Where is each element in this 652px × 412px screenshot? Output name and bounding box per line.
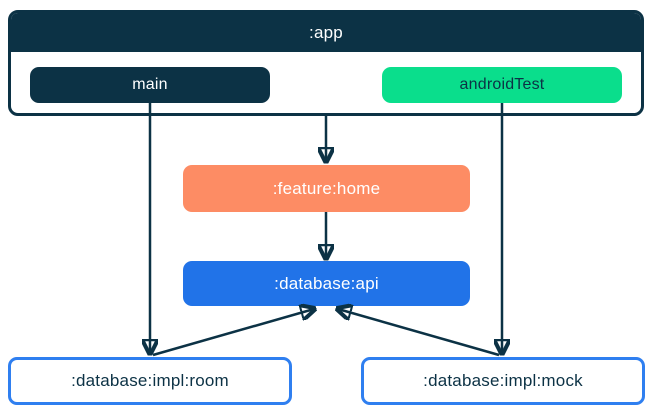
- module-database-api-box: :database:api: [183, 261, 470, 306]
- app-module-title: :app: [11, 13, 641, 52]
- edge-database-impl-room-to-database-api: [152, 309, 314, 357]
- sourceset-androidtest-box: androidTest: [382, 67, 622, 103]
- module-database-impl-room-box: :database:impl:room: [8, 357, 292, 405]
- edge-database-impl-mock-to-database-api: [338, 309, 500, 357]
- module-database-impl-mock-box: :database:impl:mock: [361, 357, 645, 405]
- module-feature-home-box: :feature:home: [183, 165, 470, 212]
- sourceset-main-box: main: [30, 67, 270, 103]
